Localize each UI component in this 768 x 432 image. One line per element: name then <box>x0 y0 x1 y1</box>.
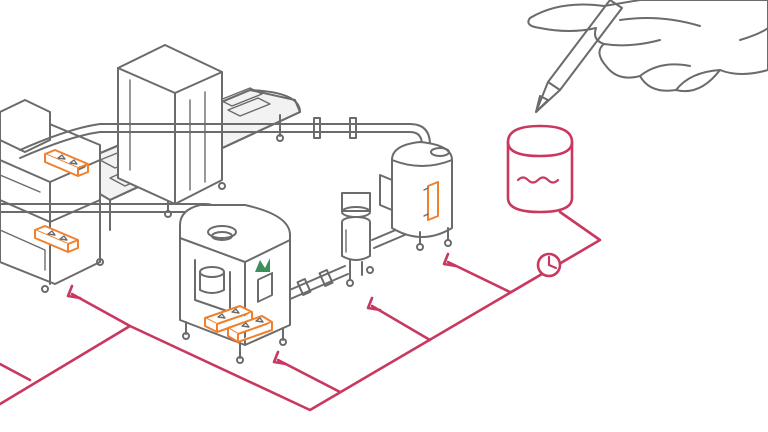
pipe-flange-1 <box>313 117 321 139</box>
flow-arrows <box>66 252 458 366</box>
pipe-flange-2 <box>349 117 357 139</box>
data-flow-network <box>0 210 602 412</box>
arrow-icon <box>366 296 382 312</box>
arrow-icon <box>66 284 82 300</box>
data-tank-icon <box>506 124 574 214</box>
company-logo-icon <box>255 258 270 272</box>
hand-pen-icon <box>527 0 768 113</box>
highlight-part-upper <box>44 149 89 177</box>
highlight-part-central-2 <box>227 315 273 343</box>
highlight-part-lower <box>34 225 79 253</box>
arrow-icon <box>442 252 458 268</box>
gauge-icon <box>536 252 562 278</box>
arrow-icon <box>272 350 288 366</box>
pump-motor <box>341 192 374 287</box>
highlight-tank-part <box>423 181 439 221</box>
storage-tank <box>379 141 453 251</box>
central-mixing-machine <box>179 204 291 364</box>
